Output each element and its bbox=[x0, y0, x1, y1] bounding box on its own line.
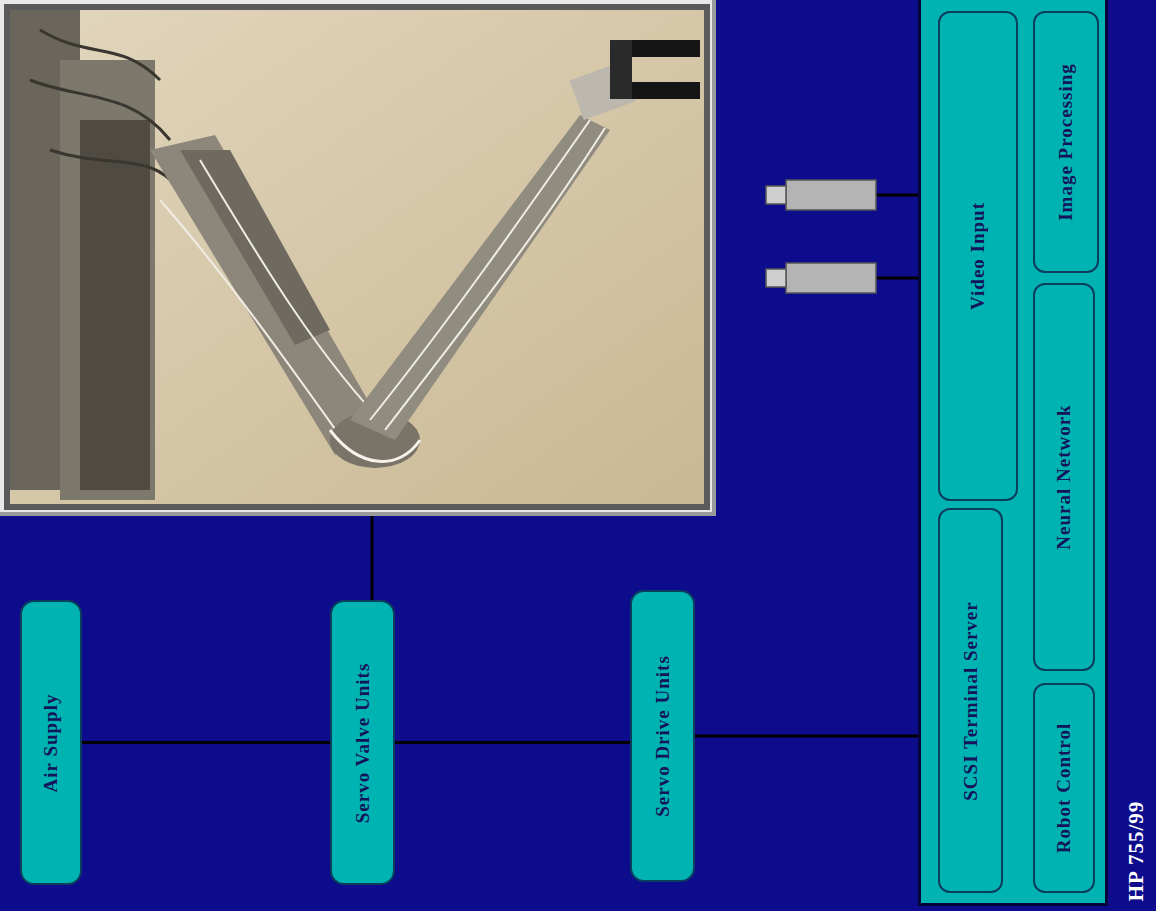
box-label: Air Supply bbox=[41, 693, 62, 792]
drive-box: Servo Drive Units bbox=[630, 590, 695, 882]
valve-box: Servo Valve Units bbox=[330, 600, 395, 885]
processing-box: Image Processing bbox=[1033, 11, 1099, 273]
air-line bbox=[371, 516, 374, 600]
machine-heading: HP 755/99 bbox=[1125, 801, 1148, 902]
robot-photo bbox=[0, 0, 716, 516]
box-label: Video Input bbox=[968, 202, 989, 310]
supply-box: Air Supply bbox=[20, 600, 82, 885]
box-label: SCSI Terminal Server bbox=[960, 601, 981, 800]
server-box: SCSI Terminal Server bbox=[938, 508, 1003, 893]
connector-line bbox=[695, 735, 938, 738]
box-label: Servo Valve Units bbox=[352, 662, 373, 823]
computer-box: SCSI Terminal Server Video InputRobot Con… bbox=[918, 0, 1108, 906]
connector-line bbox=[395, 741, 630, 744]
box-label: Robot Control bbox=[1054, 723, 1075, 853]
network-box: Neural Network bbox=[1033, 283, 1095, 671]
video-box: Video Input bbox=[938, 11, 1018, 501]
box-label: Neural Network bbox=[1054, 404, 1075, 549]
connector-line bbox=[82, 741, 330, 744]
camera-icons bbox=[766, 180, 935, 293]
box-label: Servo Drive Units bbox=[652, 655, 673, 817]
control-box: Robot Control bbox=[1033, 683, 1095, 893]
box-label: Image Processing bbox=[1056, 63, 1077, 221]
